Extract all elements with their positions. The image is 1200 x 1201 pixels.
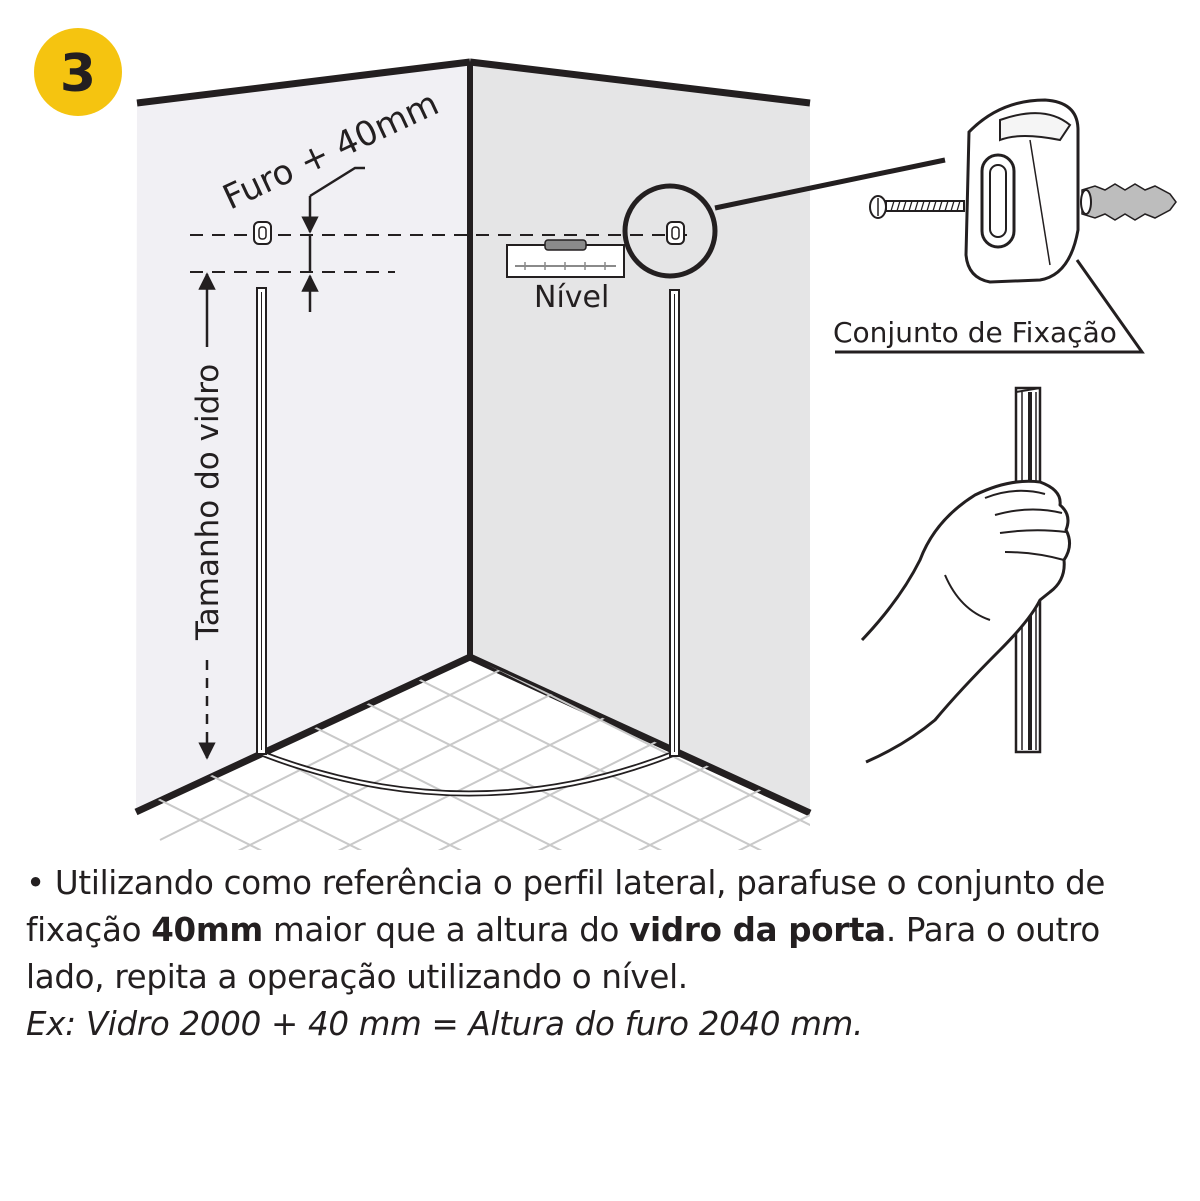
left-side-profile [256, 287, 267, 755]
left-wall [136, 62, 470, 812]
instruction-part-3: . Para o outro lado, repita a operação u… [26, 911, 1100, 996]
hole-offset-dimension [301, 166, 365, 312]
step-badge: 3 [34, 28, 122, 116]
detail-callout-leader [714, 157, 946, 211]
right-wall [470, 62, 810, 813]
step-number: 3 [60, 44, 96, 104]
instruction-bold-door-glass: vidro da porta [629, 911, 886, 949]
instruction-part-1: Utilizando como referência o perfil late… [26, 864, 1106, 949]
wall-plug-icon [1080, 183, 1177, 221]
fixing-kit-label: Conjunto de Fixação [833, 316, 1117, 349]
bullet: • [26, 864, 45, 902]
hand-icon [860, 479, 1071, 764]
fixing-kit-detail [964, 98, 1080, 284]
left-fixing-bracket-icon [253, 221, 272, 245]
right-fixing-bracket-icon [666, 221, 685, 245]
installation-diagram: 3 [34, 28, 1177, 850]
instruction-paragraph: • Utilizando como referência o perfil la… [26, 860, 1176, 1001]
screw-icon [869, 195, 965, 219]
right-side-profile [669, 289, 680, 757]
example-text: Ex: Vidro 2000 + 40 mm = Altura do furo … [26, 1005, 863, 1043]
detail-callout-circle [622, 183, 718, 279]
fixing-kit-underline [835, 259, 1145, 354]
instruction-part-2: maior que a altura do [263, 911, 630, 949]
step-badge-circle [34, 28, 122, 116]
instruction-bold-40mm: 40mm [151, 911, 263, 949]
glass-size-label: Tamanho do vidro [190, 364, 226, 641]
instruction-text: • Utilizando como referência o perfil la… [26, 860, 1176, 1048]
spirit-level-icon [506, 239, 625, 278]
level-label: Nível [534, 280, 609, 315]
